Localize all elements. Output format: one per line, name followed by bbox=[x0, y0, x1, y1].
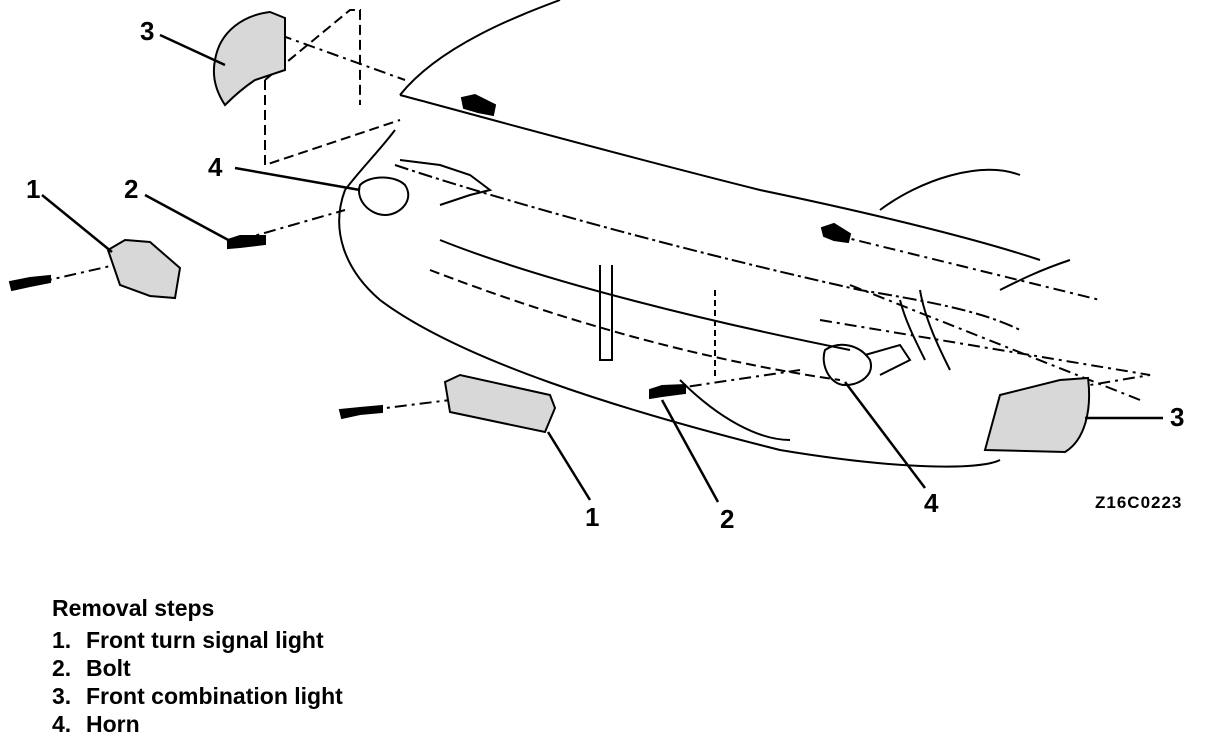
fender-curve-right bbox=[879, 168, 1021, 211]
combination-light-upper bbox=[212, 10, 286, 107]
callout-1-left: 1 bbox=[26, 174, 40, 204]
parts-exploded-diagram: 3 4 1 2 1 2 4 3 Z16C0223 bbox=[8, 0, 1184, 534]
callout-4-left: 4 bbox=[208, 152, 223, 182]
bumper-top bbox=[344, 129, 396, 191]
horn-right bbox=[822, 343, 872, 387]
bumper-upper-line bbox=[394, 164, 1021, 331]
step-number: 4. bbox=[52, 711, 72, 737]
list-item: 3. Front combination light bbox=[52, 682, 652, 710]
removal-steps-legend: Removal steps 1. Front turn signal light … bbox=[52, 594, 652, 738]
legend-title: Removal steps bbox=[52, 595, 215, 621]
callout-2-left: 2 bbox=[124, 174, 138, 204]
leader-4-right bbox=[844, 381, 926, 489]
horn-right-wires bbox=[899, 289, 951, 371]
list-item: 4. Horn bbox=[52, 710, 652, 738]
step-label: Front combination light bbox=[86, 683, 343, 709]
grille-line bbox=[439, 239, 851, 351]
step-number: 2. bbox=[52, 655, 72, 681]
bolt-center bbox=[649, 383, 686, 400]
horn-left bbox=[358, 176, 410, 217]
bumper-lower-curve bbox=[679, 379, 791, 441]
leader-1-left bbox=[41, 194, 113, 253]
callout-1-lower: 1 bbox=[585, 502, 599, 532]
leader-3-upper bbox=[159, 33, 226, 67]
screw-lower bbox=[338, 404, 383, 420]
dashed-screw-lower bbox=[369, 399, 451, 411]
hood-front-edge bbox=[399, 94, 1041, 261]
leader-4-left bbox=[234, 166, 361, 192]
step-number: 1. bbox=[52, 627, 72, 653]
bolt-left bbox=[227, 235, 266, 250]
combination-light-lower bbox=[983, 376, 1091, 454]
fender-curve-right2 bbox=[999, 259, 1071, 291]
screw-left bbox=[8, 274, 51, 292]
horn-right-bracket bbox=[864, 343, 912, 376]
list-item: 1. Front turn signal light bbox=[52, 626, 652, 654]
dashed-line-bolt-right bbox=[834, 234, 1101, 301]
leader-2-left bbox=[144, 193, 233, 244]
callout-3-upper: 3 bbox=[140, 16, 154, 46]
turn-signal-light-left bbox=[106, 238, 182, 300]
grille-line2 bbox=[429, 269, 841, 381]
step-label: Front turn signal light bbox=[86, 627, 324, 653]
step-label: Bolt bbox=[86, 655, 131, 681]
steps-list: 1. Front turn signal light 2. Bolt 3. Front… bbox=[52, 626, 652, 738]
figure-code: Z16C0223 bbox=[1095, 493, 1182, 512]
turn-signal-light-lower bbox=[443, 373, 557, 434]
horn-left-bracket bbox=[399, 159, 493, 206]
leader-1-lower bbox=[546, 431, 592, 501]
step-label: Horn bbox=[86, 711, 140, 737]
bumper-outline bbox=[338, 189, 1001, 468]
dashed-frame-right bbox=[819, 284, 1151, 401]
bracket-left bbox=[599, 265, 613, 361]
dashed-line-top bbox=[279, 34, 406, 81]
hood-outline bbox=[399, 0, 561, 96]
bolt-right bbox=[820, 222, 852, 244]
leader-2-lower bbox=[660, 399, 720, 503]
list-item: 2. Bolt bbox=[52, 654, 652, 682]
dashed-bolt-center bbox=[664, 369, 801, 391]
dashed-screw-left bbox=[39, 264, 116, 283]
bolt-top bbox=[460, 93, 497, 117]
step-number: 3. bbox=[52, 683, 72, 709]
dashed-frame-left bbox=[264, 9, 401, 167]
callout-2-lower: 2 bbox=[720, 504, 734, 534]
callout-4-right: 4 bbox=[924, 488, 939, 518]
callout-3-right: 3 bbox=[1170, 402, 1184, 432]
